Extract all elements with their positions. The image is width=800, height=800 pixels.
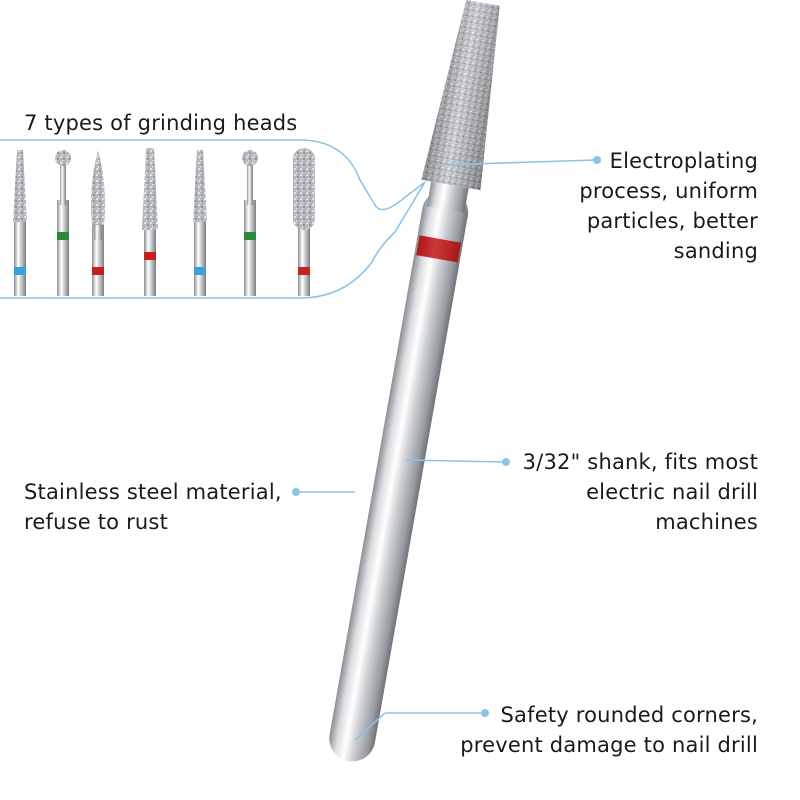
- callout-shank: 3/32" shank, fits most electric nail dri…: [523, 447, 758, 537]
- head-tip: [193, 150, 207, 222]
- callout-line: sanding: [673, 239, 758, 263]
- head-tip: [13, 150, 27, 222]
- callout-line: refuse to rust: [24, 510, 169, 534]
- grinding-head-ball: [55, 150, 71, 296]
- grinding-heads-row: [13, 148, 315, 296]
- head-tip: [242, 150, 258, 166]
- leader-electroplating: [439, 159, 597, 166]
- callout-line: electric nail drill: [586, 480, 758, 504]
- callout-line: machines: [655, 510, 758, 534]
- callout-line: prevent damage to nail drill: [460, 733, 758, 757]
- head-color-band: [298, 267, 310, 275]
- callout-safety: Safety rounded corners, prevent damage t…: [460, 700, 758, 760]
- callout-line: particles, better: [586, 209, 758, 233]
- callout-lines: [291, 156, 601, 741]
- head-tip: [55, 150, 71, 166]
- grinding-head-barrel: [293, 148, 315, 296]
- head-color-band: [14, 267, 26, 275]
- head-color-band: [57, 232, 69, 240]
- callout-line: Safety rounded corners,: [500, 703, 758, 727]
- grinding-heads-title: 7 types of grinding heads: [24, 111, 298, 135]
- head-color-band: [144, 252, 156, 260]
- grinding-head-tapered-long: [142, 148, 158, 296]
- callout-line: Electroplating: [609, 149, 758, 173]
- head-color-band: [92, 267, 104, 275]
- leader-safety: [354, 712, 386, 741]
- callout-steel: Stainless steel material, refuse to rust: [24, 477, 282, 537]
- main-drill-bit: [329, 0, 500, 762]
- grinding-head-tapered: [193, 150, 207, 296]
- callout-line: process, uniform: [579, 179, 758, 203]
- head-tip: [293, 148, 315, 230]
- head-color-band: [194, 267, 206, 275]
- heads-bracket-outline: [0, 139, 426, 299]
- head-tip: [90, 150, 106, 225]
- grinding-head-ball: [242, 150, 258, 296]
- grinding-head-flame: [90, 150, 106, 296]
- head-tip: [142, 148, 158, 230]
- drill-shank: [329, 189, 469, 762]
- callout-line: Stainless steel material,: [24, 480, 282, 504]
- head-color-band: [244, 232, 256, 240]
- callout-line: 3/32" shank, fits most: [522, 450, 758, 474]
- leader-shank: [405, 459, 506, 463]
- callout-electroplating: Electroplating process, uniform particle…: [579, 146, 758, 266]
- grinding-head-tapered: [13, 150, 27, 296]
